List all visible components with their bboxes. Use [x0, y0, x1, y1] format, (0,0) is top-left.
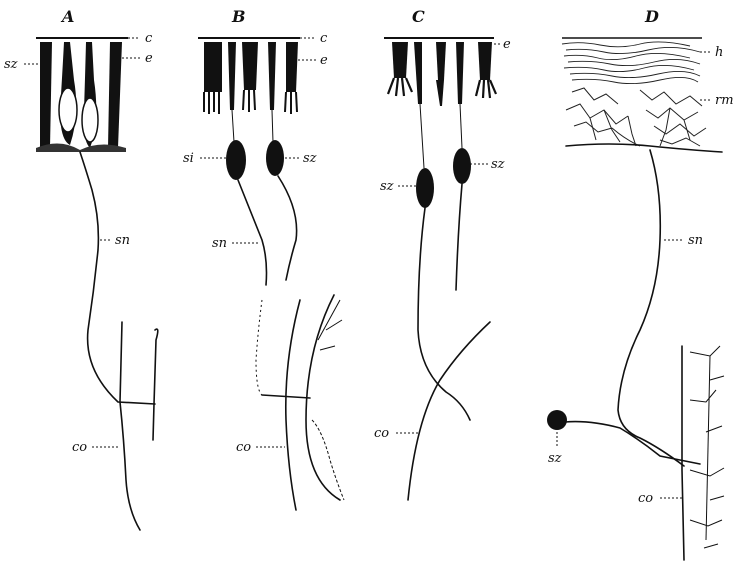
panel-c-label-sz-left: sz	[380, 179, 394, 194]
panel-b-label-c: c	[320, 31, 328, 46]
panel-d: D h	[547, 7, 734, 560]
panel-d-label-h: h	[715, 45, 723, 60]
panel-b-sensory-cell-right	[266, 140, 284, 176]
panel-a-label-sz: sz	[4, 57, 18, 72]
panel-c-sensory-cell-left	[416, 168, 434, 208]
panel-a-epithelium	[36, 42, 126, 152]
panel-b-epithelium	[204, 42, 298, 114]
panel-d-label-rm: rm	[715, 93, 734, 108]
panel-c-nerve-right	[456, 184, 462, 290]
panel-d-label-sz: sz	[548, 451, 562, 466]
panel-c: C e sz sz co	[374, 7, 511, 500]
panel-b-label-si: si	[183, 151, 194, 166]
panel-d-nerve-plexus	[566, 88, 706, 146]
panel-a-collateral	[153, 329, 158, 440]
panel-c-nerve-left	[418, 208, 470, 420]
panel-c-label-e: e	[503, 37, 511, 52]
panel-a-label-co: co	[72, 440, 87, 455]
panel-a-label-c: c	[145, 31, 153, 46]
panel-b-label-sn: sn	[212, 236, 227, 251]
panel-b-title: B	[231, 7, 246, 26]
panel-d-sensory-nerve	[618, 150, 684, 466]
panel-b-label-e: e	[320, 53, 328, 68]
panel-d-hypodermis	[562, 42, 700, 84]
panel-c-label-co: co	[374, 426, 389, 441]
panel-a-sensory-nerve	[80, 152, 155, 404]
panel-a-title: A	[60, 7, 74, 26]
panel-c-epithelium	[388, 42, 496, 106]
panel-b-label-co: co	[236, 440, 251, 455]
panel-d-label-co: co	[638, 491, 653, 506]
panel-b: B c e si sz sn	[183, 7, 344, 510]
panel-b-label-sz: sz	[303, 151, 317, 166]
panel-c-sensory-cell-right	[453, 148, 471, 184]
panel-d-label-sn: sn	[688, 233, 703, 248]
panel-b-nerve-left	[238, 180, 267, 285]
panel-a-label-e: e	[145, 51, 153, 66]
panel-d-title: D	[644, 7, 659, 26]
panel-d-sensory-cell	[547, 410, 567, 430]
panel-b-sensory-cell-left	[226, 140, 246, 180]
panel-c-label-sz-right: sz	[491, 157, 505, 172]
panel-a-central-fiber	[120, 322, 140, 530]
panel-b-nerve-right	[278, 176, 297, 280]
panel-c-title: C	[412, 7, 425, 26]
panel-a: A c e sz sn co	[4, 7, 158, 530]
panel-b-central-fiber	[286, 300, 300, 510]
panel-a-label-sn: sn	[115, 233, 130, 248]
panel-d-central-fiber	[682, 346, 684, 560]
